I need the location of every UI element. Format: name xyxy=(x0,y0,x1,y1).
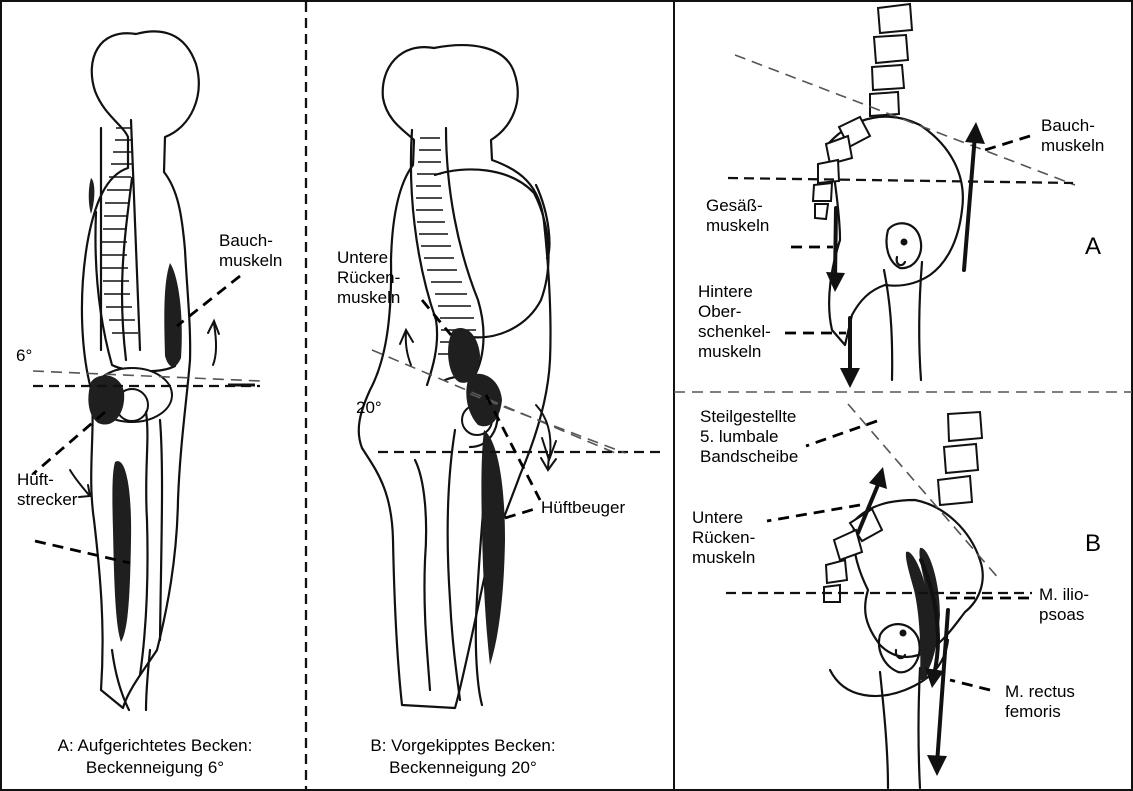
panel-a-bauchmuskeln-label: Bauch- muskeln xyxy=(219,231,282,271)
panel-a-caption-line1: A: Aufgerichtetes Becken: xyxy=(20,735,290,757)
right-b-ruecken-line2: Rücken- xyxy=(692,528,755,548)
right-a-hintere-label: Hintere Ober- schenkel- muskeln xyxy=(698,282,771,362)
right-a-hintere-line2: Ober- xyxy=(698,302,771,322)
right-b-letter: B xyxy=(1085,531,1101,557)
panel-b-rueckenmuskeln-line1: Untere xyxy=(337,248,400,268)
right-a-gesaess-line2: muskeln xyxy=(706,216,769,236)
right-b-iliopsoas-line2: psoas xyxy=(1039,605,1089,625)
panel-a-caption-line2: Beckenneigung 6° xyxy=(20,757,290,779)
right-a-gesaess-line1: Gesäß- xyxy=(706,196,769,216)
right-b-steil-line2: 5. lumbale xyxy=(700,427,798,447)
panel-b-caption-line1: B: Vorgekipptes Becken: xyxy=(318,735,608,757)
panel-a-angle-label: 6° xyxy=(16,346,32,366)
right-b-steil-line3: Bandscheibe xyxy=(700,447,798,467)
panel-a-bauchmuskeln-line1: Bauch- xyxy=(219,231,282,251)
right-b-iliopsoas-line1: M. ilio- xyxy=(1039,585,1089,605)
right-a-hintere-line3: schenkel- xyxy=(698,322,771,342)
right-b-iliopsoas-label: M. ilio- psoas xyxy=(1039,585,1089,625)
right-b-ruecken-line1: Untere xyxy=(692,508,755,528)
figure-a-body xyxy=(82,31,199,710)
right-b-rectus-line1: M. rectus xyxy=(1005,682,1075,702)
right-a-bauchmuskeln-line1: Bauch- xyxy=(1041,116,1104,136)
panel-b-hueftbeuger-label: Hüftbeuger xyxy=(541,498,625,518)
right-b-ruecken-line3: muskeln xyxy=(692,548,755,568)
panel-a-caption: A: Aufgerichtetes Becken: Beckenneigung … xyxy=(20,735,290,779)
right-a-gesaess-label: Gesäß- muskeln xyxy=(706,196,769,236)
panel-b-angle-label: 20° xyxy=(356,398,382,418)
right-a-letter: A xyxy=(1085,234,1101,260)
right-b-pelvis xyxy=(824,412,983,788)
right-a-bauchmuskeln-label: Bauch- muskeln xyxy=(1041,116,1104,156)
panel-b-caption: B: Vorgekipptes Becken: Beckenneigung 20… xyxy=(318,735,608,779)
right-a-annotations xyxy=(728,55,1075,388)
panel-a-hueftstrecker-line2: strecker xyxy=(17,490,77,510)
right-b-rectus-label: M. rectus femoris xyxy=(1005,682,1075,722)
right-b-rectus-line2: femoris xyxy=(1005,702,1075,722)
right-a-pelvis xyxy=(813,4,963,380)
panel-b-rueckenmuskeln-line2: Rücken- xyxy=(337,268,400,288)
panel-b-rueckenmuskeln-line3: muskeln xyxy=(337,288,400,308)
right-b-steil-label: Steilgestellte 5. lumbale Bandscheibe xyxy=(700,407,798,467)
panel-b-rueckenmuskeln-label: Untere Rücken- muskeln xyxy=(337,248,400,308)
panel-a-hueftstrecker-label: Hüft- strecker xyxy=(17,470,77,510)
right-a-bauchmuskeln-line2: muskeln xyxy=(1041,136,1104,156)
right-b-ruecken-label: Untere Rücken- muskeln xyxy=(692,508,755,568)
panel-a-bauchmuskeln-line2: muskeln xyxy=(219,251,282,271)
panel-a-hueftstrecker-line1: Hüft- xyxy=(17,470,77,490)
panel-b-caption-line2: Beckenneigung 20° xyxy=(318,757,608,779)
right-a-hintere-line4: muskeln xyxy=(698,342,771,362)
right-b-steil-line1: Steilgestellte xyxy=(700,407,798,427)
right-a-hintere-line1: Hintere xyxy=(698,282,771,302)
